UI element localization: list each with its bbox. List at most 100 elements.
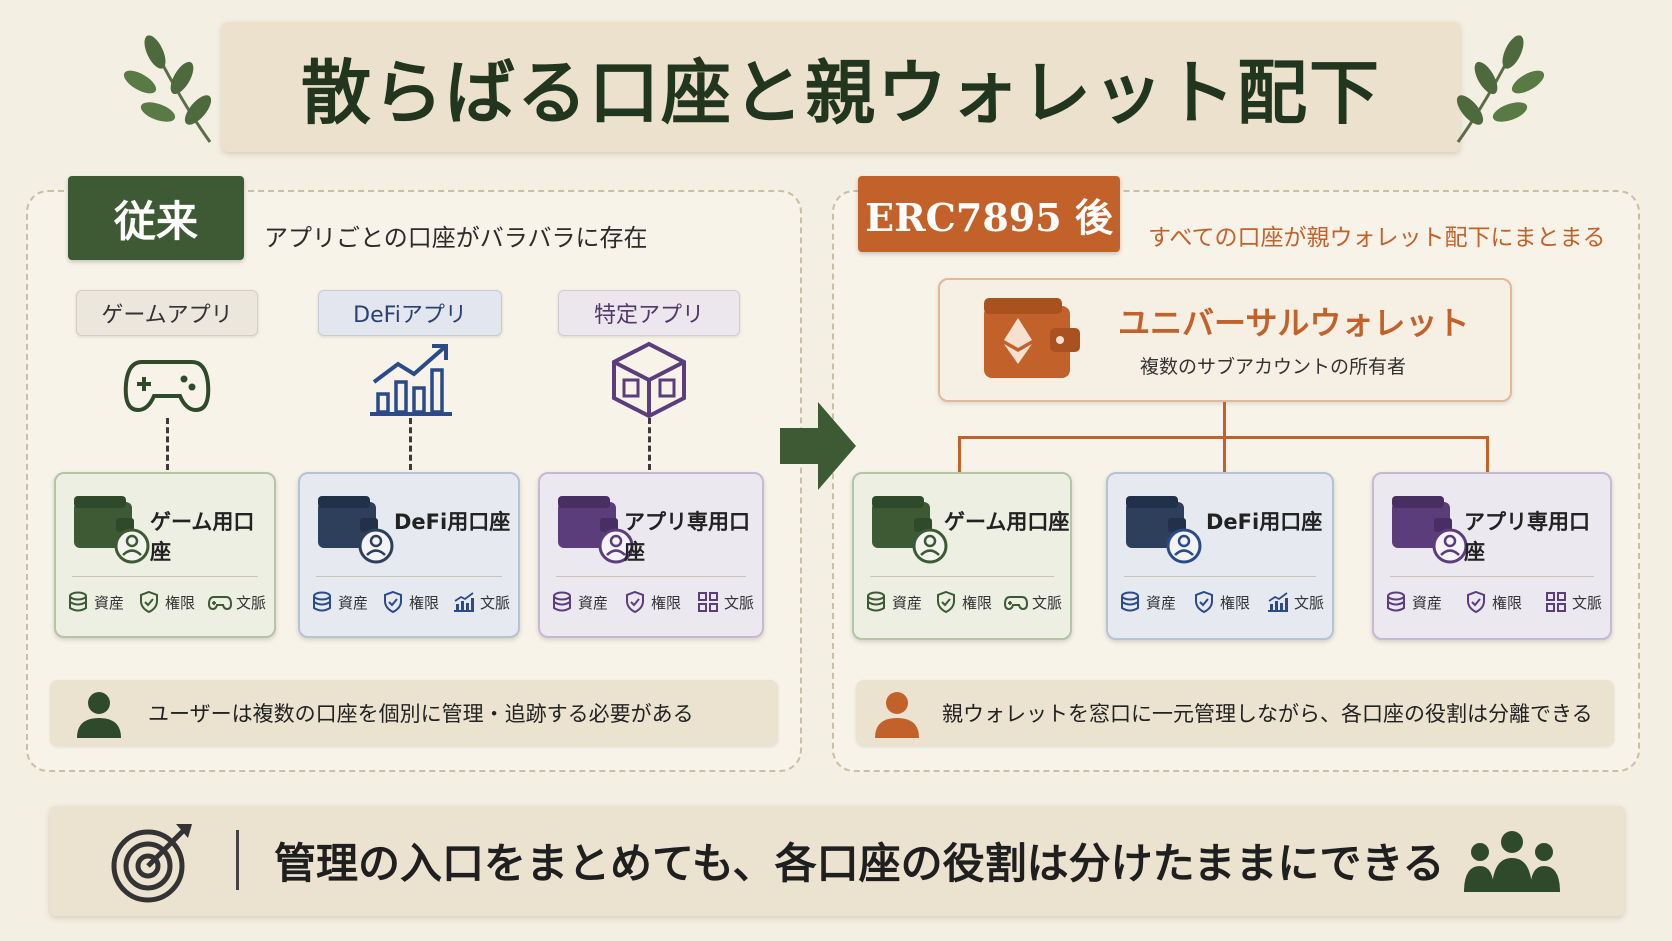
card-divider <box>556 576 746 577</box>
account-card-app: アプリ専用口座 資産 権限 文脈 <box>538 472 764 638</box>
coins-icon <box>867 591 885 612</box>
card-meta: 資産 権限 文脈 <box>864 590 1062 614</box>
shield-check-icon <box>1466 590 1485 614</box>
card-meta: 資産 権限 文脈 <box>310 590 510 614</box>
card-divider <box>870 576 1054 577</box>
card-divider <box>72 576 258 577</box>
right-note-text: 親ウォレットを窓口に一元管理しながら、各口座の役割は分離できる <box>942 702 1593 726</box>
shield-check-icon <box>625 590 644 614</box>
app-label-game: ゲームアプリ <box>76 290 258 336</box>
card-divider <box>1390 576 1594 577</box>
wallet-icon <box>1392 496 1468 564</box>
meta-context: 文脈 <box>1003 590 1062 614</box>
bar-chart-icon <box>1267 592 1288 612</box>
left-note-bar <box>50 680 778 746</box>
wallet-icon <box>318 496 394 564</box>
cube-icon <box>612 341 686 419</box>
user-icon <box>77 692 121 738</box>
meta-context: 文脈 <box>1266 590 1324 614</box>
universal-wallet-title: ユニバーサルウォレット <box>1118 304 1470 342</box>
meta-asset: 資産 <box>550 590 608 614</box>
gamepad-icon <box>123 360 211 413</box>
grid-icon <box>1545 592 1566 612</box>
coins-icon <box>69 591 87 612</box>
right-subtitle: すべての口座が親ウォレット配下にまとまる <box>1148 225 1606 251</box>
left-subtitle: アプリごとの口座がバラバラに存在 <box>264 224 648 252</box>
leaf-branch-right-icon <box>1456 35 1545 143</box>
account-card-defi: DeFi用口座 資産 権限 文脈 <box>298 472 520 638</box>
bottom-message: 管理の入口をまとめても、各口座の役割は分けたままにできる <box>274 839 1445 888</box>
meta-permission: 権限 <box>1464 590 1522 614</box>
bottom-separator <box>236 830 239 890</box>
wallet-icon <box>74 496 150 564</box>
card-title: ゲーム用口座 <box>150 510 255 564</box>
people-group-icon <box>1464 831 1560 892</box>
arrow-right-icon <box>780 402 856 490</box>
shield-check-icon <box>936 590 955 614</box>
user-icon <box>875 692 919 738</box>
meta-permission: 権限 <box>1192 590 1250 614</box>
bar-chart-icon <box>453 592 474 612</box>
card-meta: 資産 権限 文脈 <box>66 590 266 614</box>
meta-permission: 権限 <box>623 590 681 614</box>
coins-icon <box>553 591 571 612</box>
coins-icon <box>1387 591 1405 612</box>
page-title: 散らばる口座と親ウォレット配下 <box>301 50 1381 134</box>
title-banner: 散らばる口座と親ウォレット配下 <box>222 22 1460 152</box>
card-divider <box>316 576 502 577</box>
card-title: アプリ専用口座 <box>1464 510 1590 564</box>
sub-account-card-app: アプリ専用口座 資産 権限 文脈 <box>1372 472 1612 640</box>
meta-context: 文脈 <box>1544 590 1602 614</box>
card-title: アプリ専用口座 <box>624 510 750 564</box>
bottom-banner <box>50 806 1624 916</box>
dashed-connector <box>166 418 169 470</box>
legacy-tag: 従来 <box>68 176 244 260</box>
gamepad-icon <box>1003 596 1028 611</box>
meta-asset: 資産 <box>310 590 368 614</box>
card-title: DeFi用口座 <box>394 510 511 534</box>
wallet-icon <box>872 496 948 564</box>
wallet-icon <box>1126 496 1202 564</box>
tree-connector <box>958 436 961 472</box>
meta-asset: 資産 <box>66 590 124 614</box>
shield-check-icon <box>139 590 158 614</box>
tree-connector <box>958 436 1487 439</box>
shield-check-icon <box>383 590 402 614</box>
meta-context: 文脈 <box>696 590 754 614</box>
card-meta: 資産 権限 文脈 <box>1384 590 1602 614</box>
shield-check-icon <box>1194 590 1213 614</box>
sub-account-card-defi: DeFi用口座 資産 権限 文脈 <box>1106 472 1334 640</box>
ethereum-wallet-icon <box>984 298 1080 378</box>
meta-context: 文脈 <box>452 590 510 614</box>
dashed-connector <box>409 418 412 470</box>
tree-connector <box>1486 436 1489 472</box>
erc-tag: ERC7895 後 <box>858 176 1120 252</box>
meta-asset: 資産 <box>1384 590 1442 614</box>
coins-icon <box>1121 591 1139 612</box>
grid-icon <box>697 592 718 612</box>
card-title: DeFi用口座 <box>1206 510 1323 534</box>
meta-permission: 権限 <box>381 590 439 614</box>
meta-permission: 権限 <box>934 590 992 614</box>
meta-permission: 権限 <box>137 590 195 614</box>
card-divider <box>1124 576 1316 577</box>
leaf-branch-left-icon <box>123 35 212 143</box>
card-meta: 資産 権限 文脈 <box>550 590 754 614</box>
meta-asset: 資産 <box>864 590 922 614</box>
card-meta: 資産 権限 文脈 <box>1118 590 1324 614</box>
app-label-specific: 特定アプリ <box>558 290 740 336</box>
dashed-connector <box>648 418 651 470</box>
target-icon <box>111 824 192 903</box>
meta-context: 文脈 <box>207 590 266 614</box>
account-card-game: ゲーム用口座 資産 権限 文脈 <box>54 472 276 638</box>
universal-wallet-subtitle: 複数のサブアカウントの所有者 <box>1140 356 1407 378</box>
right-note-bar <box>856 680 1614 746</box>
card-title: ゲーム用口座 <box>944 510 1070 534</box>
wallet-icon <box>558 496 634 564</box>
gamepad-icon <box>207 596 232 611</box>
bar-chart-icon <box>370 344 452 416</box>
sub-account-card-game: ゲーム用口座 資産 権限 文脈 <box>852 472 1072 640</box>
app-label-defi: DeFiアプリ <box>318 290 502 336</box>
coins-icon <box>313 591 331 612</box>
left-note-text: ユーザーは複数の口座を個別に管理・追跡する必要がある <box>148 702 694 726</box>
